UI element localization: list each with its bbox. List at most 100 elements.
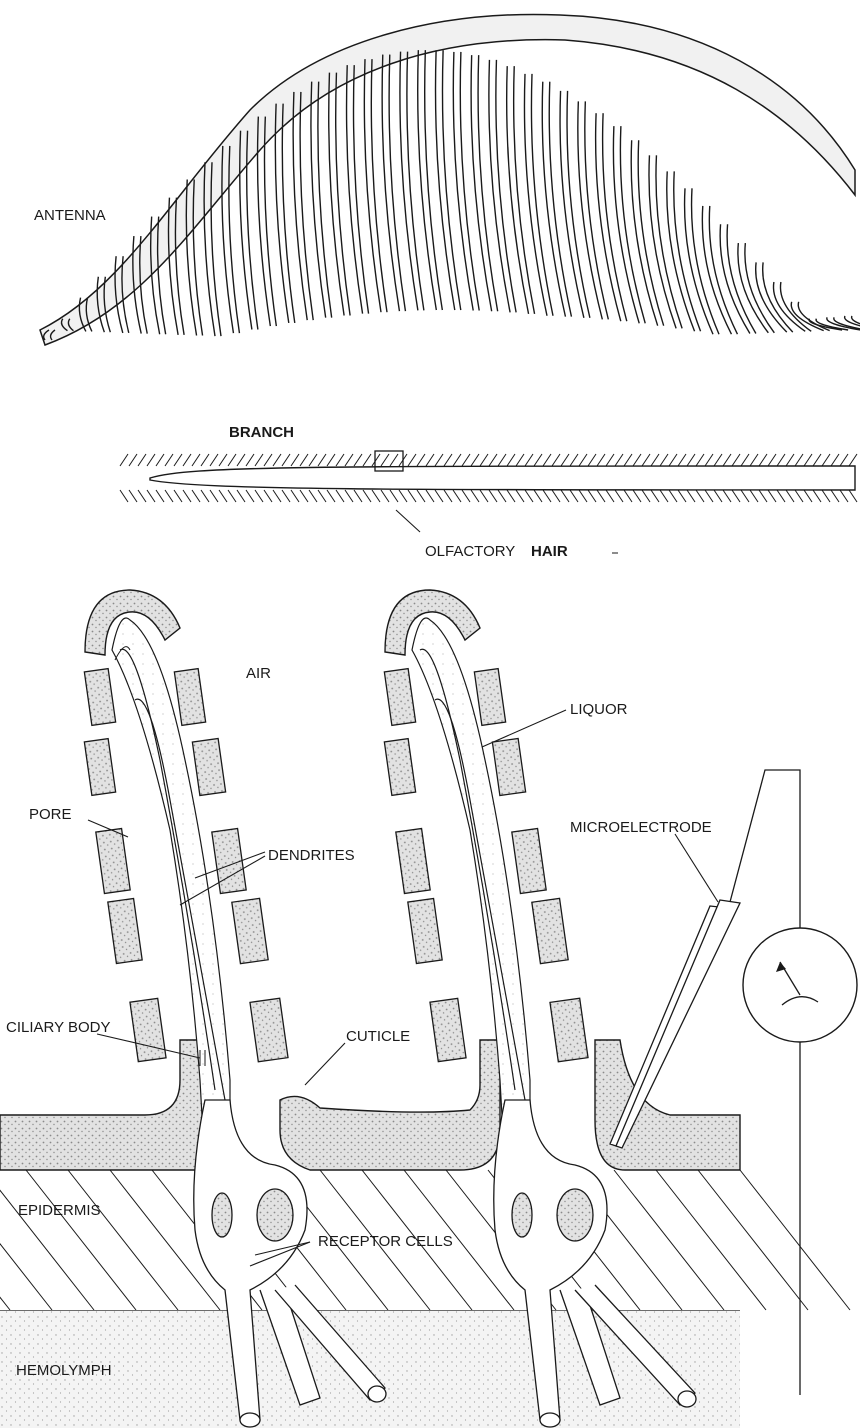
hemolymph-label: HEMOLYMPH: [16, 1362, 112, 1379]
branch-hair: [534, 454, 542, 466]
pore-wall-segment: [130, 998, 166, 1061]
branch-hair: [282, 490, 290, 502]
antenna-branch: [674, 171, 701, 331]
branch-hair: [264, 490, 272, 502]
branch-hair: [687, 454, 695, 466]
antenna-branch: [347, 65, 363, 314]
branch-hair: [210, 454, 218, 466]
branch-hair: [750, 490, 758, 502]
branch-hair: [435, 454, 443, 466]
branch-hair: [822, 490, 830, 502]
branch-hair: [318, 454, 326, 466]
branch-hair: [696, 454, 704, 466]
branch-hair: [165, 490, 173, 502]
antenna-branch: [656, 155, 682, 328]
branch-hair: [291, 454, 299, 466]
branch-hair: [642, 454, 650, 466]
antenna-branch: [603, 113, 627, 321]
antenna-branch: [685, 188, 713, 334]
branch-hair: [840, 490, 848, 502]
branch-hair: [156, 490, 164, 502]
branch-hair: [417, 454, 425, 466]
pore-wall-segment: [174, 669, 205, 726]
branch-hair: [849, 490, 857, 502]
branch-hair: [561, 490, 569, 502]
branch-hair: [255, 454, 263, 466]
branch-hair: [453, 490, 461, 502]
pore-label: PORE: [29, 806, 72, 823]
branch-hair: [246, 454, 254, 466]
branch-hair: [462, 454, 470, 466]
branch-hair: [444, 454, 452, 466]
branch-drawing: [120, 451, 857, 532]
branch-hair: [705, 490, 713, 502]
antenna-branch: [364, 59, 381, 312]
pore-wall-segment: [108, 898, 142, 963]
branch-hair: [174, 454, 182, 466]
branch-hair: [444, 490, 452, 502]
antenna-branch: [692, 188, 719, 334]
branch-hair: [642, 490, 650, 502]
branch-hair: [453, 454, 461, 466]
branch-hair: [507, 454, 515, 466]
antenna-branch: [318, 82, 332, 318]
liquor-label: LIQUOR: [570, 701, 628, 718]
antenna-branch: [585, 101, 609, 319]
branch-hair: [345, 454, 353, 466]
antenna-branch: [560, 91, 584, 318]
branch-hair: [525, 490, 533, 502]
branch-hair: [381, 454, 389, 466]
branch-hair: [246, 490, 254, 502]
branch-hair: [732, 490, 740, 502]
branch-hair: [210, 490, 218, 502]
pore-wall-segment: [84, 739, 115, 796]
branch-hair: [516, 454, 524, 466]
branch-hair: [237, 454, 245, 466]
branch-hair: [507, 490, 515, 502]
cuticle-label: CUTICLE: [346, 1028, 410, 1045]
branch-hair: [597, 490, 605, 502]
antenna-label: ANTENNA: [34, 207, 106, 224]
voltmeter-dial-icon: [743, 928, 857, 1042]
branch-hair: [471, 454, 479, 466]
branch-hair: [795, 490, 803, 502]
pore-wall-segment: [474, 669, 505, 726]
branch-hair: [147, 490, 155, 502]
branch-hair: [363, 454, 371, 466]
branch-hair: [408, 454, 416, 466]
branch-hair: [165, 454, 173, 466]
pore-wall-segment: [192, 738, 225, 795]
branch-hair: [336, 454, 344, 466]
antenna-branch: [400, 52, 418, 311]
branch-hair: [723, 490, 731, 502]
antenna-branch: [354, 65, 369, 314]
branch-hair: [309, 490, 317, 502]
branch-hair: [192, 454, 200, 466]
branch-hair: [588, 454, 596, 466]
branch-hair: [489, 490, 497, 502]
branch-hair: [129, 490, 137, 502]
branch-hair: [552, 490, 560, 502]
branch-hair: [174, 490, 182, 502]
olfactory-label: OLFACTORY: [425, 543, 515, 560]
microelectrode-label: MICROELECTRODE: [570, 819, 712, 836]
cross-section: [0, 590, 857, 1428]
branch-hair: [543, 490, 551, 502]
antenna-shaft: [40, 14, 855, 345]
branch-hair: [237, 490, 245, 502]
receptor-cells-label: RECEPTOR CELLS: [318, 1233, 453, 1250]
branch-hair: [714, 454, 722, 466]
pore-wall-segment: [250, 998, 288, 1062]
branch-hair: [363, 490, 371, 502]
antenna-branch: [382, 55, 399, 312]
branch-hair: [498, 454, 506, 466]
branch-hair: [687, 490, 695, 502]
branch-hair: [183, 490, 191, 502]
branch-hair: [336, 490, 344, 502]
branch-hair: [813, 454, 821, 466]
branch-hair: [624, 454, 632, 466]
branch-hair: [786, 490, 794, 502]
dendrites-label: DENDRITES: [268, 847, 355, 864]
branch-hair: [795, 454, 803, 466]
